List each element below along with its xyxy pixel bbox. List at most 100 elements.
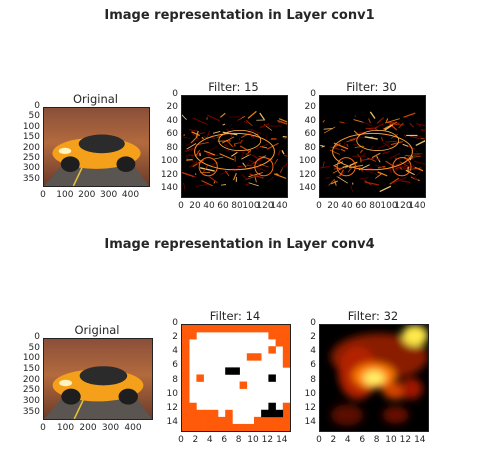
y-tick-label: 0 bbox=[172, 89, 178, 99]
y-tick-label: 0 bbox=[34, 101, 40, 111]
x-tick-label: 200 bbox=[79, 423, 97, 433]
x-tick-label: 2 bbox=[330, 435, 337, 445]
x-tick-label: 6 bbox=[221, 435, 228, 445]
y-tick-label: 50 bbox=[28, 342, 40, 353]
y-tick-label: 120 bbox=[160, 169, 178, 180]
x-tick-label: 40 bbox=[203, 201, 215, 211]
x-tick-label: 100 bbox=[380, 201, 398, 211]
y-tick-label: 300 bbox=[22, 396, 40, 406]
x-tick-label: 400 bbox=[124, 423, 142, 433]
filter-activation-map bbox=[181, 95, 288, 198]
y-tick-label: 80 bbox=[166, 142, 178, 153]
x-tick-label: 120 bbox=[394, 201, 412, 211]
x-tick-label: 0 bbox=[178, 435, 184, 445]
x-tick-label: 40 bbox=[341, 201, 353, 211]
x-tick-label: 4 bbox=[344, 435, 351, 445]
y-tick-label: 4 bbox=[310, 346, 316, 357]
y-tick-label: 8 bbox=[310, 374, 316, 385]
x-tick-label: 60 bbox=[355, 201, 367, 211]
y-tick-label: 12 bbox=[304, 402, 316, 413]
x-tick-label: 100 bbox=[242, 201, 260, 211]
y-tick-label: 10 bbox=[304, 388, 316, 399]
x-tick-label: 8 bbox=[235, 435, 242, 445]
x-tick-label: 0 bbox=[40, 423, 46, 433]
y-tick-label: 100 bbox=[22, 353, 40, 364]
x-tick-label: 20 bbox=[327, 201, 339, 211]
x-tick-label: 2 bbox=[192, 435, 199, 445]
y-tick-label: 80 bbox=[304, 142, 316, 153]
y-tick-label: 8 bbox=[172, 374, 178, 385]
x-tick-label: 300 bbox=[100, 190, 118, 200]
x-tick-label: 140 bbox=[408, 201, 426, 211]
y-tick-label: 0 bbox=[172, 318, 178, 328]
y-tick-label: 150 bbox=[22, 364, 40, 374]
y-tick-label: 20 bbox=[304, 102, 316, 113]
x-tick-label: 12 bbox=[399, 435, 412, 445]
x-tick-label: 100 bbox=[56, 190, 74, 200]
y-tick-label: 200 bbox=[22, 374, 40, 385]
original-image bbox=[43, 338, 153, 420]
x-tick-label: 100 bbox=[56, 423, 75, 433]
y-tick-label: 140 bbox=[298, 183, 316, 194]
y-tick-label: 120 bbox=[298, 169, 316, 180]
y-tick-label: 200 bbox=[22, 142, 40, 153]
y-tick-label: 60 bbox=[166, 129, 178, 140]
y-tick-label: 0 bbox=[310, 89, 316, 99]
y-tick-label: 2 bbox=[310, 332, 316, 343]
x-tick-label: 60 bbox=[217, 201, 229, 211]
y-tick-label: 12 bbox=[166, 402, 178, 413]
x-tick-label: 12 bbox=[261, 435, 274, 445]
y-tick-label: 14 bbox=[166, 416, 178, 427]
y-tick-label: 100 bbox=[298, 156, 316, 167]
x-tick-label: 300 bbox=[101, 423, 120, 433]
y-tick-label: 140 bbox=[160, 183, 178, 194]
x-tick-label: 4 bbox=[206, 435, 213, 445]
y-tick-label: 6 bbox=[310, 360, 316, 371]
panel-title: Original bbox=[74, 323, 120, 337]
x-tick-label: 80 bbox=[231, 201, 243, 211]
x-tick-label: 0 bbox=[40, 190, 46, 200]
y-tick-label: 40 bbox=[304, 115, 316, 126]
original-image bbox=[43, 107, 150, 187]
y-tick-label: 60 bbox=[304, 129, 316, 140]
y-tick-label: 4 bbox=[172, 346, 178, 357]
x-tick-label: 14 bbox=[414, 435, 426, 445]
x-tick-label: 120 bbox=[256, 201, 274, 211]
x-tick-label: 0 bbox=[178, 201, 184, 211]
panel-title: Original bbox=[72, 92, 118, 106]
row2-title: Image representation in Layer conv4 bbox=[104, 237, 375, 252]
panel-title: Filter: 32 bbox=[347, 309, 399, 323]
x-tick-label: 400 bbox=[121, 190, 140, 200]
y-tick-label: 40 bbox=[166, 115, 178, 126]
y-tick-label: 0 bbox=[34, 332, 40, 342]
y-tick-label: 6 bbox=[172, 360, 178, 371]
filter-activation-map bbox=[319, 95, 426, 198]
x-tick-label: 0 bbox=[316, 435, 322, 445]
y-tick-label: 50 bbox=[28, 111, 40, 122]
x-tick-label: 80 bbox=[369, 201, 381, 211]
y-tick-label: 10 bbox=[166, 388, 178, 399]
x-tick-label: 14 bbox=[276, 435, 288, 445]
x-tick-label: 0 bbox=[316, 201, 322, 211]
y-tick-label: 350 bbox=[22, 173, 40, 184]
row1-title: Image representation in Layer conv1 bbox=[104, 8, 375, 23]
y-tick-label: 20 bbox=[166, 102, 178, 113]
y-tick-label: 2 bbox=[172, 332, 178, 343]
filter-activation-map bbox=[181, 324, 291, 432]
x-tick-label: 10 bbox=[247, 435, 259, 445]
y-tick-label: 350 bbox=[22, 406, 40, 417]
x-tick-label: 140 bbox=[270, 201, 288, 211]
y-tick-label: 250 bbox=[22, 153, 40, 163]
y-tick-label: 100 bbox=[160, 156, 178, 167]
y-tick-label: 300 bbox=[22, 163, 40, 174]
y-tick-label: 100 bbox=[22, 121, 40, 132]
filter-activation-map bbox=[319, 324, 429, 432]
x-tick-label: 6 bbox=[359, 435, 366, 445]
x-tick-label: 20 bbox=[189, 201, 201, 211]
y-tick-label: 150 bbox=[22, 132, 40, 143]
y-tick-label: 0 bbox=[310, 318, 316, 328]
panel-title: Filter: 15 bbox=[208, 80, 259, 94]
panel-title: Filter: 14 bbox=[209, 309, 261, 323]
panel-title: Filter: 30 bbox=[346, 80, 397, 94]
y-tick-label: 14 bbox=[304, 416, 316, 427]
